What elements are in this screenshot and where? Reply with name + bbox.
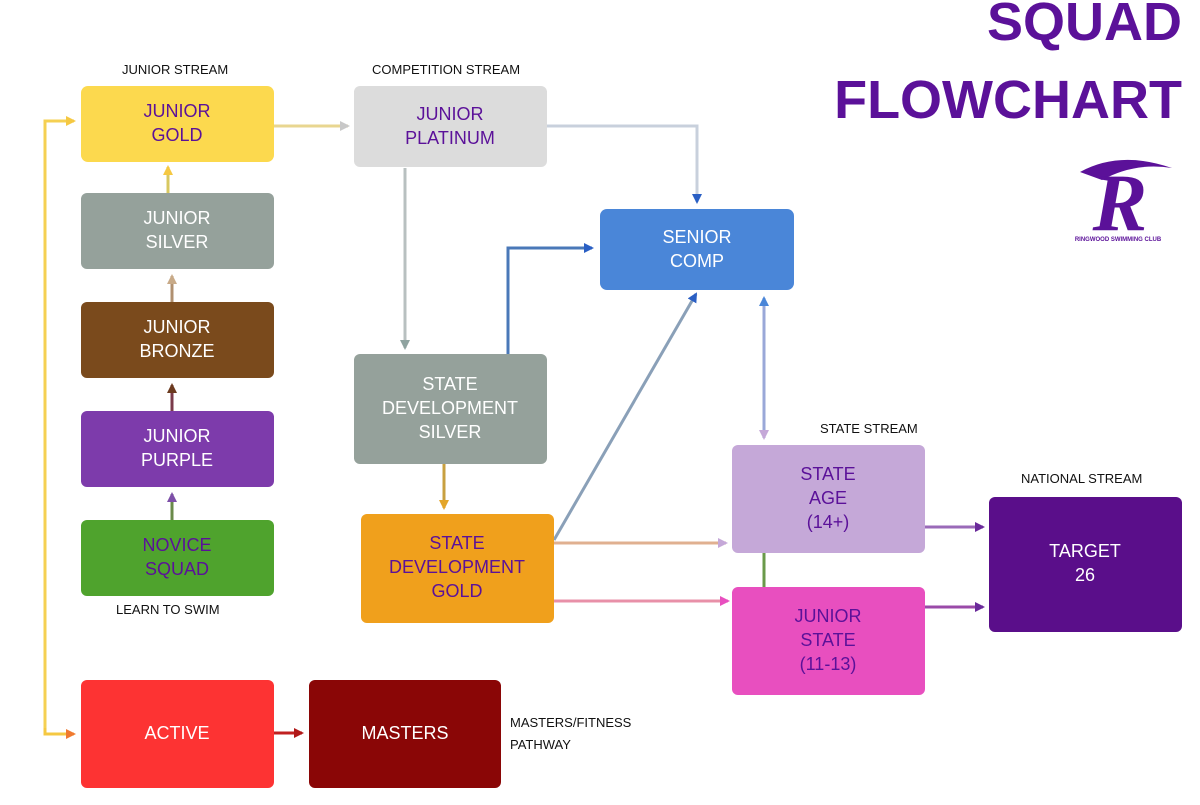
node-box <box>81 86 274 162</box>
node-label-line: SILVER <box>146 232 209 252</box>
node-box <box>732 445 925 553</box>
node-label-line: (14+) <box>807 512 850 532</box>
label-learn-to-swim: LEARN TO SWIM <box>116 602 220 617</box>
node-junior-purple: JUNIOR PURPLE <box>81 411 274 487</box>
node-box <box>989 497 1182 632</box>
node-label-line: STATE <box>422 374 477 394</box>
node-label-line: JUNIOR <box>144 208 211 228</box>
svg-text:ACTIVE: ACTIVE <box>144 723 209 743</box>
label-state-stream: STATE STREAM <box>820 421 918 436</box>
node-label-line: SQUAD <box>145 559 209 579</box>
node-label-line: BRONZE <box>139 341 214 361</box>
node-senior-comp: SENIOR COMP <box>600 209 794 290</box>
node-masters: MASTERS <box>309 680 501 788</box>
node-label-line: STATE <box>429 533 484 553</box>
node-label-line: JUNIOR <box>144 317 211 337</box>
arrow-platinum-to-senior <box>547 124 702 204</box>
node-junior-platinum: JUNIOR PLATINUM <box>354 86 547 167</box>
node-box <box>81 193 274 269</box>
node-state-development-silver: STATE DEVELOPMENT SILVER <box>354 354 547 464</box>
node-label-line: MASTERS <box>361 723 448 743</box>
node-label-line: COMP <box>670 251 724 271</box>
arrow-sds-to-senior <box>506 243 594 354</box>
node-label-line: GOLD <box>151 125 202 145</box>
arrow-left-to-gold <box>43 116 76 728</box>
node-label-line: STATE <box>800 630 855 650</box>
node-junior-bronze: JUNIOR BRONZE <box>81 302 274 378</box>
node-label-line: 26 <box>1075 565 1095 585</box>
node-target-26: TARGET 26 <box>989 497 1182 632</box>
node-novice-squad: NOVICE SQUAD <box>81 520 274 596</box>
label-junior-stream: JUNIOR STREAM <box>122 62 228 77</box>
svg-text:MASTERS: MASTERS <box>361 723 448 743</box>
node-label-line: STATE <box>800 464 855 484</box>
node-label-line: PLATINUM <box>405 128 495 148</box>
node-state-development-gold: STATE DEVELOPMENT GOLD <box>361 514 554 623</box>
node-junior-gold: JUNIOR GOLD <box>81 86 274 162</box>
node-label-line: AGE <box>809 488 847 508</box>
arrow-left-to-active <box>43 728 76 739</box>
node-label-line: JUNIOR <box>144 426 211 446</box>
node-box <box>361 514 554 623</box>
node-state-age: STATE AGE (14+) <box>732 445 925 553</box>
node-box <box>81 520 274 596</box>
title-line1: SQUAD <box>987 0 1182 52</box>
logo-caption: RINGWOOD SWIMMING CLUB <box>1075 237 1162 243</box>
connectors <box>43 116 985 739</box>
node-box <box>732 587 925 695</box>
node-box <box>81 302 274 378</box>
node-label-line: PURPLE <box>141 450 213 470</box>
arrow-sdg-to-senior <box>552 292 698 541</box>
node-label-line: (11-13) <box>800 654 857 674</box>
node-active: ACTIVE <box>81 680 274 788</box>
node-label-line: GOLD <box>431 581 482 601</box>
label-national-stream: NATIONAL STREAM <box>1021 471 1142 486</box>
node-label-line: JUNIOR <box>144 101 211 121</box>
node-label-line: DEVELOPMENT <box>389 557 525 577</box>
node-box <box>81 680 274 788</box>
node-label-line: JUNIOR <box>795 606 862 626</box>
node-label-line: SILVER <box>419 422 482 442</box>
node-box <box>600 209 794 290</box>
node-label-line: ACTIVE <box>144 723 209 743</box>
node-label-line: JUNIOR <box>417 104 484 124</box>
node-box <box>354 86 547 167</box>
label-masters-pathway-line2: PATHWAY <box>510 737 571 752</box>
node-label-line: NOVICE <box>142 535 211 555</box>
logo-swoosh-icon <box>1080 159 1172 180</box>
node-label-line: TARGET <box>1049 541 1121 561</box>
node-box <box>81 411 274 487</box>
logo-letter: R <box>1092 157 1148 248</box>
club-logo: R RINGWOOD SWIMMING CLUB <box>1075 157 1172 248</box>
label-competition-stream: COMPETITION STREAM <box>372 62 520 77</box>
node-junior-state: JUNIOR STATE (11-13) <box>732 587 925 695</box>
node-label-line: SENIOR <box>662 227 731 247</box>
node-label-line: DEVELOPMENT <box>382 398 518 418</box>
title-line2: FLOWCHART <box>834 70 1182 130</box>
node-box <box>309 680 501 788</box>
node-junior-silver: JUNIOR SILVER <box>81 193 274 269</box>
label-masters-pathway-line1: MASTERS/FITNESS <box>510 715 632 730</box>
node-box <box>354 354 547 464</box>
